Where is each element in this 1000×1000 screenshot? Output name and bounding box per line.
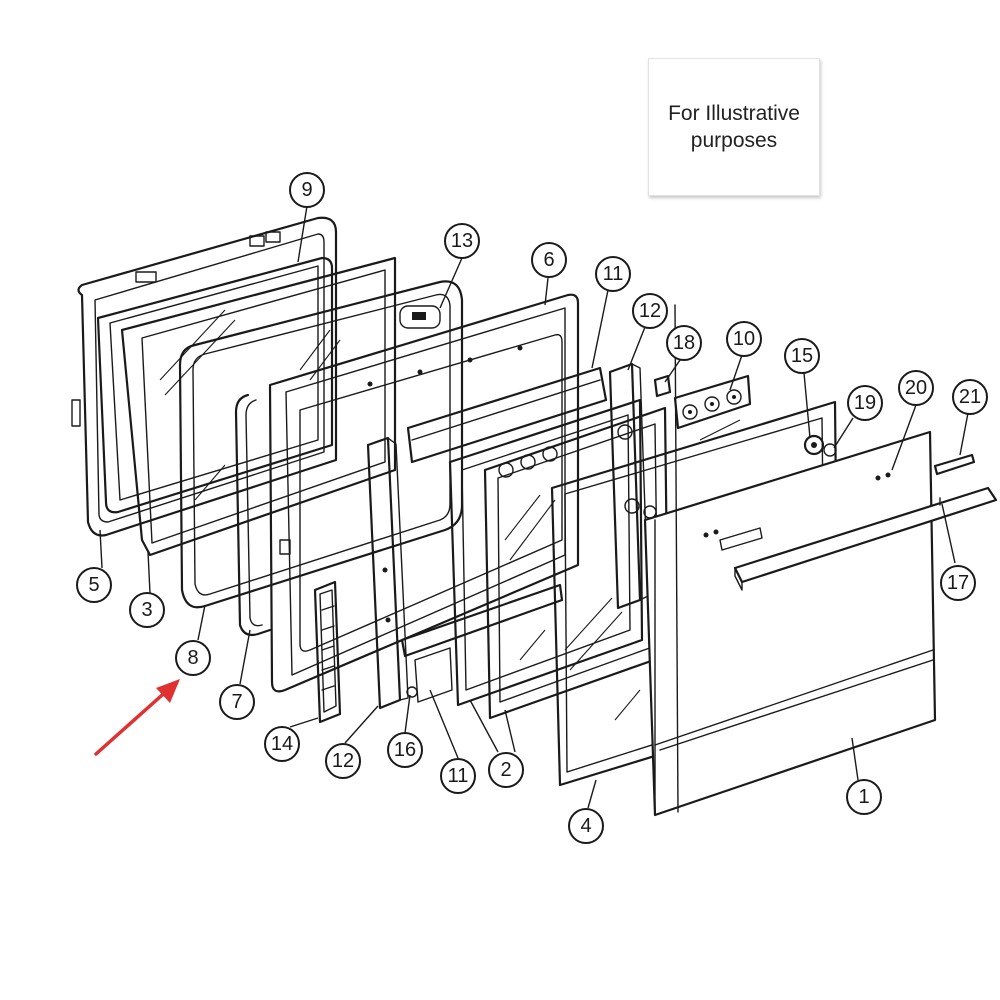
callout-2: 2 [488,752,524,788]
part-side-channel-right [608,362,649,610]
callout-label-10: 10 [733,328,755,350]
callout-label-18: 18 [673,332,695,354]
callout-label-17: 17 [947,572,969,594]
callout-8: 8 [175,640,211,676]
callout-label-16: 16 [394,739,416,761]
callout-4: 4 [568,808,604,844]
callout-label-19: 19 [854,392,876,414]
callout-20: 20 [898,370,934,406]
notice-line-1: For Illustrative [668,102,800,125]
callout-label-14: 14 [271,733,293,755]
callout-label-4: 4 [580,815,591,837]
callout-19: 19 [847,385,883,421]
part-top-trim-bar [406,366,608,464]
part-hinge [313,580,342,724]
callout-label-13: 13 [451,230,473,252]
part-clip [653,374,672,398]
callout-16: 16 [387,732,423,768]
callout-label-11-bottom: 11 [448,765,469,787]
callout-11-top: 11 [595,256,631,292]
part-glass-panel-rear [120,256,397,557]
part-door-seal [178,280,464,609]
part-side-channel-left [366,436,409,710]
part-handle [733,486,998,591]
part-end-cap [933,453,976,476]
callout-9: 9 [289,172,325,208]
highlight-arrow [94,679,180,756]
part-glass-retainer [96,256,334,514]
part-washer [823,443,837,457]
callout-13: 13 [444,223,480,259]
callout-label-9: 9 [301,179,312,201]
callout-15: 15 [784,338,820,374]
part-gasket [234,393,272,637]
part-control-strip [673,374,752,430]
callout-14: 14 [264,726,300,762]
callout-label-7: 7 [231,691,242,713]
callout-6: 6 [531,242,567,278]
part-rear-frame [71,216,338,537]
callout-12-bottom: 12 [325,743,361,779]
callout-label-20: 20 [905,377,927,399]
callout-label-6: 6 [543,249,554,271]
leader-lines [99,205,969,809]
notice-line-2: purposes [690,129,778,152]
callout-3: 3 [129,592,165,628]
part-knob [803,434,825,456]
callout-label-1: 1 [858,786,869,808]
callout-label-12-top: 12 [639,300,661,322]
callout-11-bottom: 11 [440,758,476,794]
callout-7: 7 [219,684,255,720]
callout-label-21: 21 [959,386,981,408]
part-lower-trim [400,583,564,703]
callout-label-12-bottom: 12 [332,750,354,772]
callout-label-3: 3 [141,599,152,621]
callout-label-2: 2 [500,759,511,781]
callout-18: 18 [666,325,702,361]
callout-label-5: 5 [88,574,99,596]
callout-12-top: 12 [632,293,668,329]
callout-label-8: 8 [187,647,198,669]
callout-17: 17 [940,565,976,601]
callout-21: 21 [952,379,988,415]
illustrative-notice: For Illustrative purposes [648,58,820,196]
callout-label-11-top: 11 [603,263,624,285]
callout-1: 1 [846,779,882,815]
callout-5: 5 [76,567,112,603]
callout-label-15: 15 [791,345,813,367]
callout-10: 10 [726,321,762,357]
